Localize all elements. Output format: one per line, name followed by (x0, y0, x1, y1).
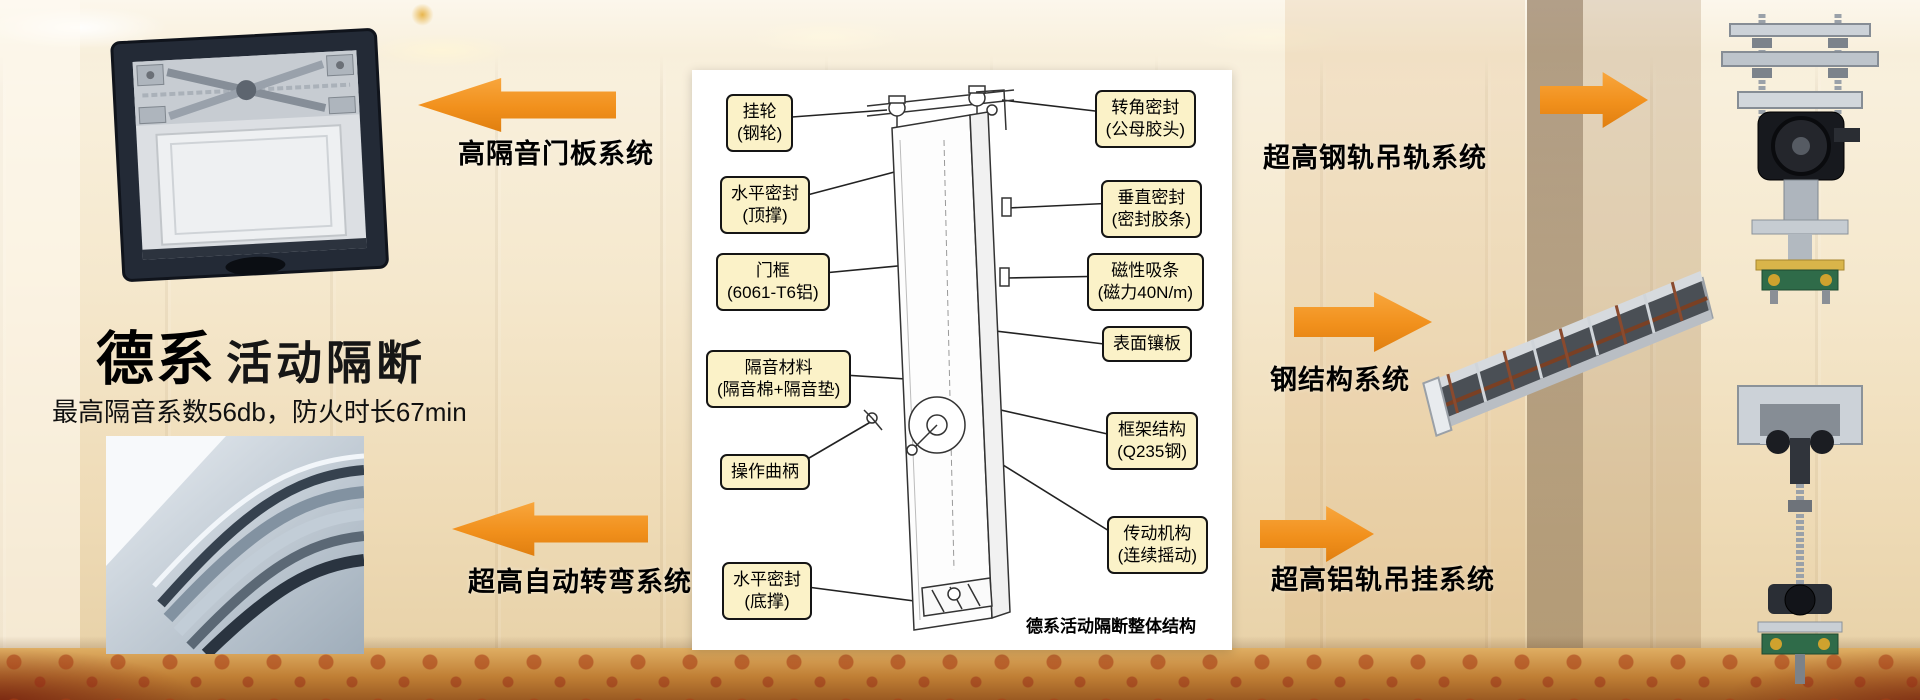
callout-line: 水平密封 (733, 570, 801, 589)
label-steel-structure-system: 钢结构系统 (1270, 365, 1410, 395)
callout-line: (连续摇动) (1117, 546, 1197, 566)
callout-line: (Q235钢) (1117, 442, 1187, 462)
callout-horizontal-seal-bottom: 水平密封 (底撑) (722, 562, 812, 621)
callout-line: 垂直密封 (1117, 188, 1186, 207)
callout-line: (顶撑) (742, 206, 788, 226)
structure-diagram-panel: 挂轮 (钢轮) 水平密封 (顶撑) 门框 (6061-T6铝) 隔音材料 (隔音… (692, 70, 1232, 650)
door-line-art (863, 85, 1015, 631)
callout-transmission-mechanism: 传动机构 (连续摇动) (1106, 516, 1208, 575)
warm-wall-band (1285, 0, 1525, 700)
callout-horizontal-seal-top: 水平密封 (顶撑) (720, 176, 810, 235)
product-name: 活动隔断 (226, 337, 427, 389)
callout-line: 水平密封 (731, 184, 799, 203)
callout-corner-seal: 转角密封 (公母胶头) (1094, 90, 1196, 149)
callout-line: (底撑) (744, 592, 790, 612)
curved-track-photo (106, 436, 365, 659)
door-panel-mechanism-illustration (110, 28, 389, 282)
steel-track-hanger-photo (1702, 8, 1898, 306)
alu-track-hanger-photo (1702, 378, 1898, 690)
alu-track-hanger-illustration (1737, 385, 1863, 684)
callout-vertical-seal: 垂直密封 (密封胶条) (1100, 180, 1202, 239)
callout-line: 磁性吸条 (1111, 261, 1180, 280)
diagram-caption: 德系活动隔断整体结构 (1026, 617, 1196, 636)
callout-line: (磁力40N/m) (1097, 283, 1193, 303)
callout-line: 挂轮 (742, 102, 777, 121)
callout-operating-crank: 操作曲柄 (720, 454, 810, 491)
callout-line: 框架结构 (1118, 420, 1187, 439)
callout-soundproof-material: 隔音材料 (隔音棉+隔音垫) (706, 350, 852, 409)
callout-line: 转角密封 (1111, 98, 1180, 117)
callout-door-frame: 门框 (6061-T6铝) (716, 253, 830, 312)
label-auto-turn-system: 超高自动转弯系统 (468, 567, 692, 597)
callout-hanging-wheel: 挂轮 (钢轮) (726, 94, 794, 153)
callout-magnetic-strip: 磁性吸条 (磁力40N/m) (1086, 253, 1204, 312)
partition-structure-drawing (791, 85, 1123, 631)
performance-subtitle: 最高隔音系数56db，防火时长67min (52, 397, 467, 427)
callout-frame-structure: 框架结构 (Q235钢) (1106, 412, 1198, 471)
callout-line: (隔音棉+隔音垫) (717, 380, 841, 400)
callout-line: (6061-T6铝) (727, 283, 819, 303)
callout-surface-panel: 表面镶板 (1102, 326, 1192, 363)
callout-line: 操作曲柄 (731, 462, 799, 481)
callout-line: 隔音材料 (744, 358, 813, 377)
callout-line: 传动机构 (1123, 524, 1192, 543)
curved-track-illustration (106, 436, 365, 659)
steel-structure-photo (1415, 236, 1715, 461)
brand-name: 德系 (96, 327, 217, 392)
callout-line: (钢轮) (737, 124, 783, 144)
label-alu-track-system: 超高铝轨吊挂系统 (1271, 565, 1495, 595)
steel-track-hanger-illustration (1721, 14, 1879, 304)
patterned-carpet (0, 648, 1920, 700)
steel-structure-illustration (1422, 270, 1714, 438)
callout-line: 门框 (755, 261, 790, 280)
label-steel-track-system: 超高钢轨吊轨系统 (1263, 143, 1487, 173)
bright-wall-column (0, 0, 80, 700)
door-panel-mechanism-photo (105, 19, 395, 305)
leader-lines (791, 99, 1123, 603)
page-title: 德系活动隔断 (96, 312, 426, 396)
callout-line: (密封胶条) (1111, 210, 1191, 230)
label-door-panel-system: 高隔音门板系统 (458, 139, 654, 169)
callout-line: (公母胶头) (1105, 120, 1185, 140)
callout-line: 表面镶板 (1113, 334, 1181, 353)
